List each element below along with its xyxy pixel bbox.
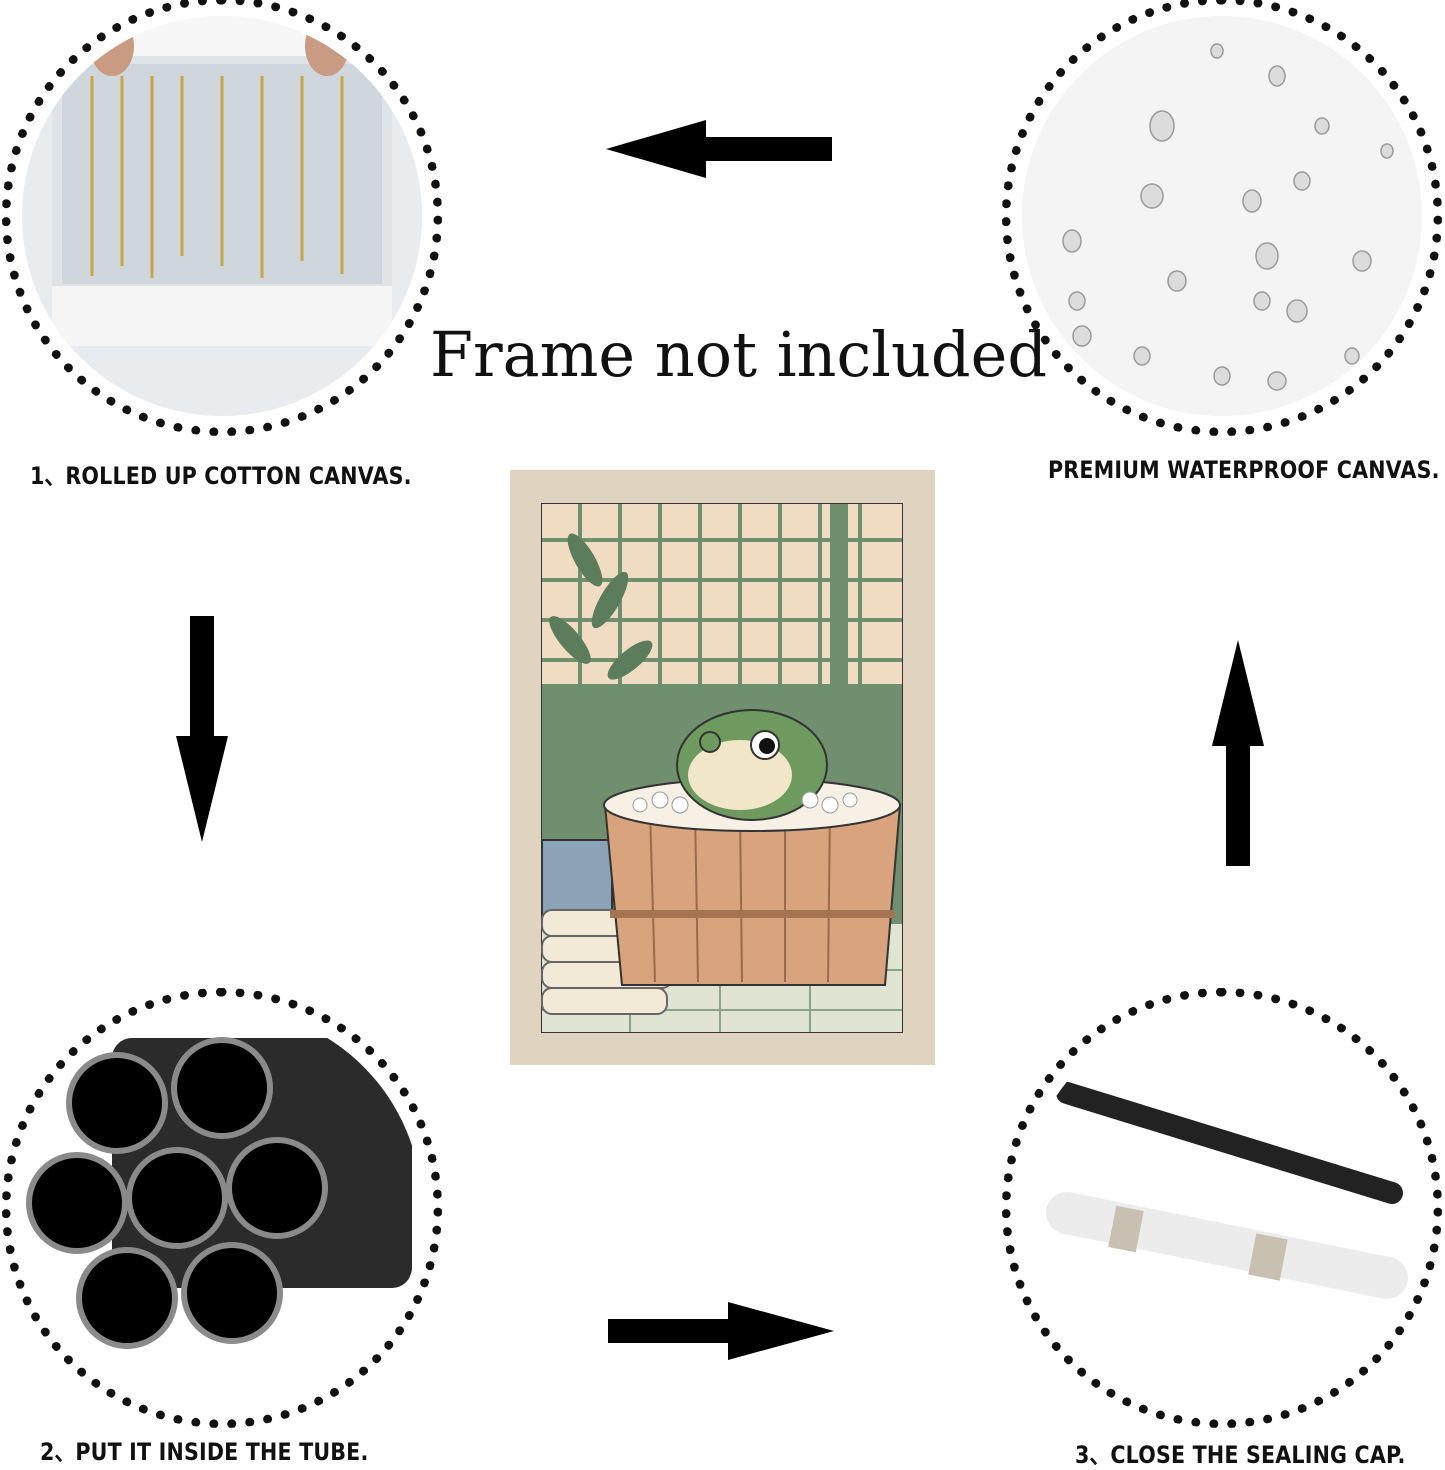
frog-in-bath-poster bbox=[510, 470, 935, 1065]
step1-caption: 1、ROLLED UP COTTON CANVAS. bbox=[30, 462, 412, 490]
step2-caption: 2、PUT IT INSIDE THE TUBE. bbox=[40, 1438, 369, 1466]
waterproof-caption: PREMIUM WATERPROOF CANVAS. bbox=[1048, 456, 1440, 484]
arrow-left-icon bbox=[606, 120, 832, 178]
step3-caption: 3、CLOSE THE SEALING CAP. bbox=[1075, 1441, 1406, 1469]
arrow-up-icon bbox=[1212, 640, 1264, 866]
water-droplets-dotted-frame bbox=[1002, 0, 1442, 436]
rolled-canvas-dotted-frame bbox=[2, 0, 442, 436]
headline: Frame not included bbox=[430, 318, 1048, 391]
arrow-right-icon bbox=[608, 1302, 834, 1360]
arrow-down-icon bbox=[176, 616, 228, 842]
sealed-tube-dotted-frame bbox=[1002, 988, 1442, 1428]
tubes-dotted-frame bbox=[2, 988, 442, 1428]
